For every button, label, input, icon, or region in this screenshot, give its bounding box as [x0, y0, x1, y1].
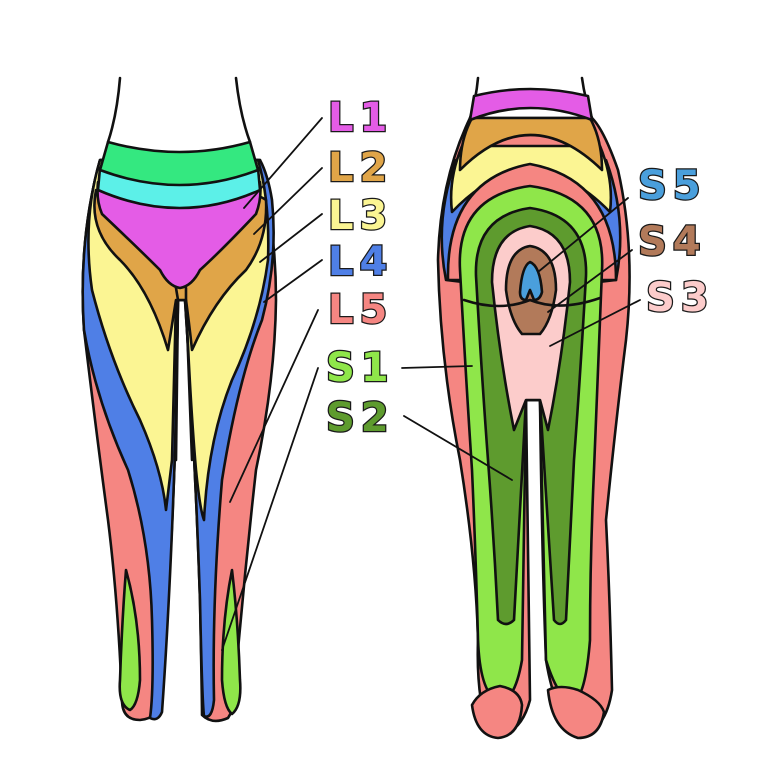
- label-l3-text: L3: [327, 193, 394, 239]
- label-s3-text: S3: [645, 275, 715, 321]
- leader-s5: [537, 197, 629, 273]
- front-s1-strip-left: [118, 568, 142, 712]
- label-l2: L2: [327, 145, 394, 191]
- leader-l5: [229, 309, 319, 503]
- label-l3: L3: [327, 193, 394, 239]
- leader-l2: [253, 167, 323, 235]
- leader-s2: [403, 415, 513, 481]
- back-s5-region: [518, 260, 544, 302]
- leader-s4: [547, 249, 633, 313]
- label-s2: S2: [325, 395, 395, 441]
- label-s1: S1: [325, 345, 395, 391]
- back-l1-region: [468, 87, 594, 122]
- label-l1-text: L1: [327, 95, 394, 141]
- leader-s1-front: [221, 367, 319, 651]
- label-l5: L5: [327, 287, 394, 333]
- front-s1-strip-right: [220, 568, 242, 716]
- label-l4-text: L4: [327, 239, 394, 285]
- label-l4: L4: [327, 239, 394, 285]
- back-heel-right: [546, 685, 606, 740]
- label-s4: S4: [637, 219, 707, 265]
- leader-s3: [549, 299, 641, 347]
- leader-l3: [259, 213, 323, 263]
- back-heel-left: [470, 684, 524, 740]
- label-s5: S5: [637, 163, 707, 209]
- leader-l1: [243, 117, 323, 209]
- leader-s1-back: [401, 365, 473, 369]
- front-t12-region: [98, 140, 260, 187]
- label-s1-text: S1: [325, 345, 395, 391]
- back-view: [436, 76, 631, 740]
- leader-lines: [221, 117, 641, 651]
- label-l5-text: L5: [327, 287, 394, 333]
- front-view: [81, 76, 278, 723]
- label-s2-text: S2: [325, 395, 395, 441]
- back-l2-region: [458, 116, 604, 172]
- label-l2-text: L2: [327, 145, 394, 191]
- label-l1: L1: [327, 95, 394, 141]
- label-s5-text: S5: [637, 163, 707, 209]
- label-s3: S3: [645, 275, 715, 321]
- leader-l4: [263, 259, 323, 303]
- label-s4-text: S4: [637, 219, 707, 265]
